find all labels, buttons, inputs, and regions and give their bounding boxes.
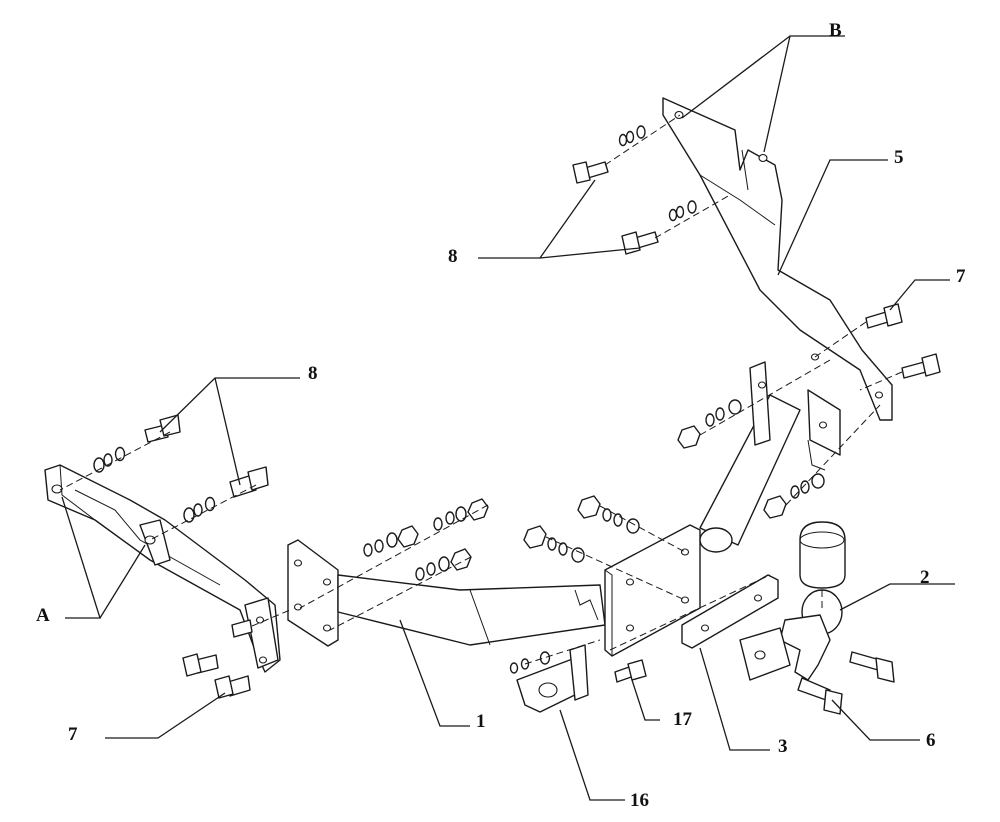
ball-mount-plate-part-3	[681, 574, 779, 649]
label-part-6: 6	[926, 730, 936, 751]
label-part-1: 1	[476, 711, 486, 732]
leader-lines	[61, 35, 955, 801]
label-part-7-right: 7	[956, 266, 966, 287]
left-mount-plate	[287, 539, 339, 647]
label-part-8-top: 8	[448, 246, 458, 267]
diagonal-tube	[699, 394, 801, 553]
right-side-bracket-part-5	[662, 97, 893, 421]
label-part-7-left: 7	[68, 724, 78, 745]
label-part-17: 17	[673, 709, 693, 730]
label-B: B	[829, 20, 842, 41]
right-mount-plates	[749, 361, 841, 471]
label-part-5: 5	[894, 147, 904, 168]
label-part-3: 3	[778, 736, 788, 757]
label-part-8-left: 8	[308, 363, 318, 384]
label-part-16: 16	[630, 790, 649, 811]
label-A: A	[36, 605, 50, 626]
part-labels: A B 1 2 3 5 6 7 7 8 8 16 17	[36, 20, 966, 811]
assembly-center-lines	[59, 114, 903, 665]
crossbar-part-1	[337, 574, 606, 646]
left-side-bracket	[44, 464, 281, 673]
label-part-2: 2	[920, 567, 930, 588]
nuts-and-washers	[93, 125, 825, 674]
socket-bracket-part-16	[516, 644, 589, 713]
